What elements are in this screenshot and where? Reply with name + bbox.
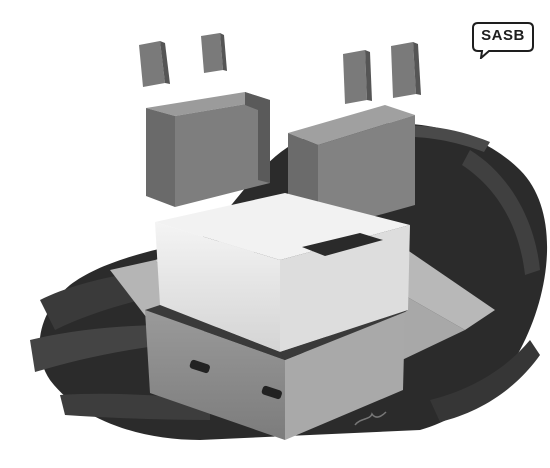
badge-label: SASB <box>471 27 535 44</box>
corner-insert-1 <box>139 41 170 87</box>
sasb-badge: SASB <box>471 21 535 59</box>
corner-insert-4 <box>391 42 421 98</box>
corner-insert-3 <box>343 50 372 104</box>
corner-insert-2 <box>201 33 227 73</box>
